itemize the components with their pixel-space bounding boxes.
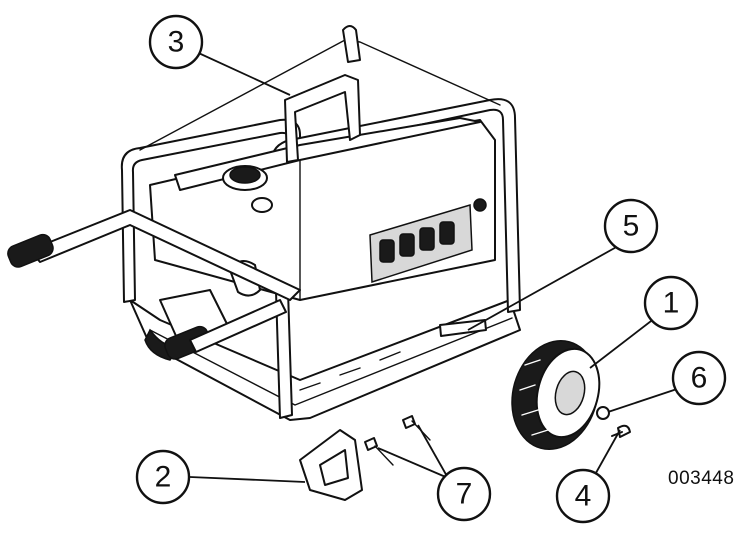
washer-illustration <box>596 406 610 420</box>
leader-line-5 <box>467 244 621 331</box>
leader-line-3 <box>191 49 291 96</box>
svg-text:1: 1 <box>663 287 680 320</box>
leader-line-2 <box>189 476 306 483</box>
bolts-illustration <box>364 415 431 466</box>
svg-text:3: 3 <box>168 26 185 59</box>
callout-1: 1 <box>643 275 699 331</box>
leader-line-1 <box>589 317 656 369</box>
svg-text:4: 4 <box>575 480 592 513</box>
leader-line-6 <box>607 387 681 413</box>
callout-7: 7 <box>436 466 492 522</box>
cotter-pin-illustration <box>611 424 631 438</box>
callout-2: 2 <box>135 449 191 505</box>
svg-text:5: 5 <box>623 210 640 243</box>
svg-text:7: 7 <box>456 478 473 511</box>
svg-text:6: 6 <box>691 362 708 395</box>
callout-5: 5 <box>603 198 659 254</box>
leader-line-7b <box>377 447 449 479</box>
leader-line-7a <box>417 424 449 479</box>
leader-line-4 <box>591 429 621 481</box>
svg-text:2: 2 <box>155 461 172 494</box>
wheel-illustration <box>511 340 601 450</box>
callout-3: 3 <box>148 14 204 70</box>
callout-6: 6 <box>671 350 727 406</box>
foot-bracket-illustration <box>299 429 363 501</box>
generator-illustration <box>7 25 521 421</box>
drawing-id-label: 003448 <box>668 468 735 489</box>
callout-4: 4 <box>555 468 611 524</box>
